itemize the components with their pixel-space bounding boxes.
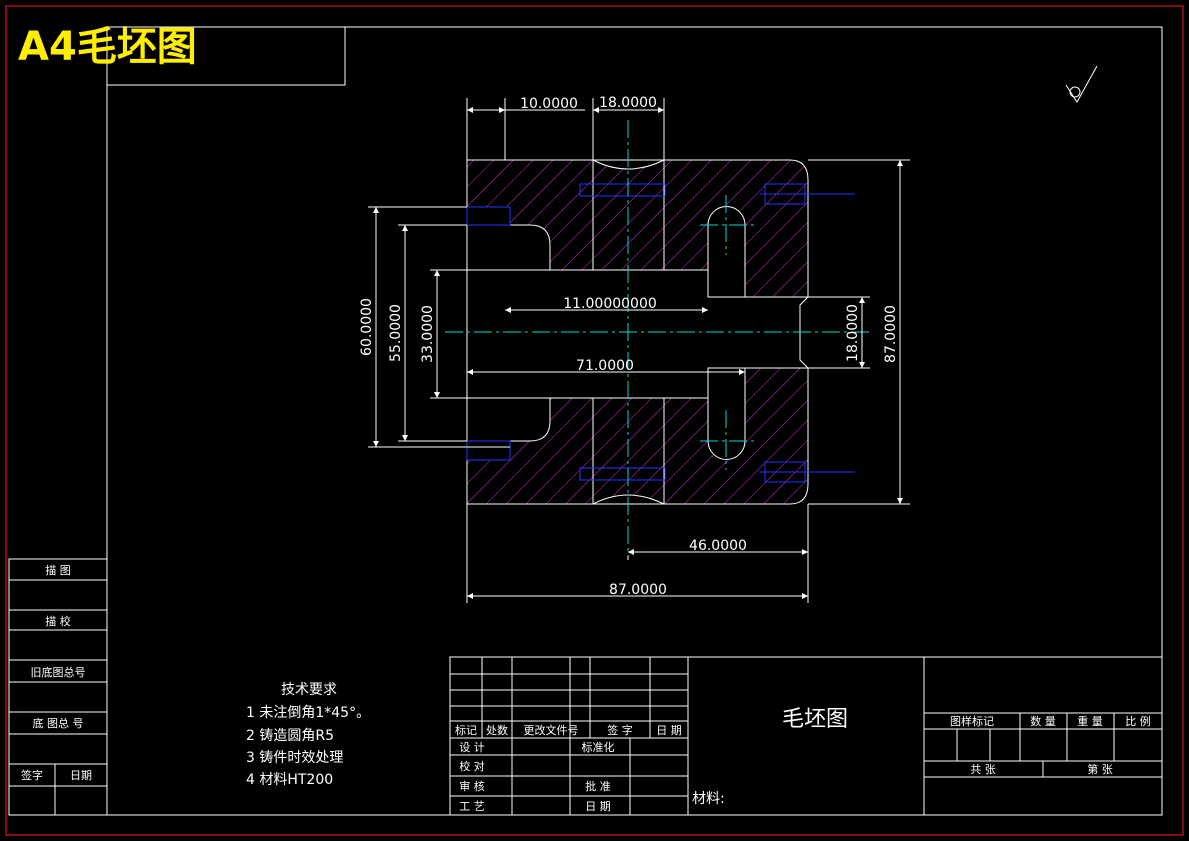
part-section: [445, 120, 870, 556]
dim-left-mid: 55.0000: [388, 304, 404, 362]
rev-header-doc: 更改文件号: [524, 723, 579, 737]
tech-item-1: 1 未注倒角1*45°。: [246, 705, 370, 721]
sheets-total: 共 张: [970, 763, 996, 776]
dim-right-total: 87.0000: [883, 305, 899, 363]
role-process: 工 艺: [459, 800, 485, 813]
dim-top-mid: 18.0000: [599, 95, 657, 111]
dim-center-upper: 11.00000000: [563, 296, 657, 312]
rev-header-sign: 签 字: [607, 723, 633, 737]
left-strip: [8, 558, 108, 816]
left-old-total-label: 旧底图总号: [31, 665, 86, 679]
left-base-total-label: 底 图总 号: [33, 716, 84, 730]
role-approve: 批 准: [585, 779, 611, 793]
role-check: 校 对: [459, 759, 485, 773]
sheet-number: 第 张: [1087, 762, 1113, 776]
material-label: 材料:: [692, 791, 725, 807]
tech-item-4: 4 材料HT200: [246, 772, 333, 788]
tech-title: 技术要求: [281, 682, 337, 698]
right-header-weight: 重 量: [1077, 714, 1103, 728]
right-header-mark: 图样标记: [950, 714, 994, 728]
dim-left-outer: 60.0000: [359, 298, 375, 356]
drawing-name: 毛坯图: [782, 707, 848, 732]
rev-header-mark: 标记: [455, 723, 477, 737]
roughness-symbol-icon: [1065, 65, 1098, 103]
role-standard: 标准化: [582, 740, 615, 754]
rev-header-date: 日 期: [656, 724, 682, 737]
dimension-lines: [368, 98, 910, 603]
role-design: 设 计: [459, 741, 485, 754]
sheet-title: A4毛坯图: [18, 24, 197, 70]
left-checked-label: 描 校: [45, 614, 71, 628]
role-date: 日 期: [585, 800, 611, 813]
title-box: [106, 26, 346, 86]
left-date-label: 日期: [70, 769, 92, 782]
dim-left-inner: 33.0000: [420, 305, 436, 363]
tech-item-3: 3 铸件时效处理: [246, 750, 343, 766]
right-header-qty: 数 量: [1030, 715, 1056, 728]
dim-bottom-mid: 46.0000: [689, 538, 747, 554]
dim-top-left: 10.0000: [520, 96, 578, 112]
right-header-scale: 比 例: [1125, 714, 1151, 728]
dim-center-lower: 71.0000: [576, 358, 634, 374]
dim-right-small: 18.0000: [845, 304, 861, 362]
dimension-labels: 10.0000 18.0000 60.0000 55.0000 33.0000 …: [359, 95, 899, 598]
role-review: 审 核: [459, 779, 485, 793]
dim-bottom-total: 87.0000: [609, 582, 667, 598]
title-block: [449, 656, 1163, 816]
tech-item-2: 2 铸造圆角R5: [246, 728, 334, 744]
rev-header-count: 处数: [486, 724, 508, 737]
left-drawn-label: 描 图: [45, 563, 71, 577]
left-signature-label: 签字: [21, 768, 43, 782]
outer-frame: [5, 5, 1184, 836]
